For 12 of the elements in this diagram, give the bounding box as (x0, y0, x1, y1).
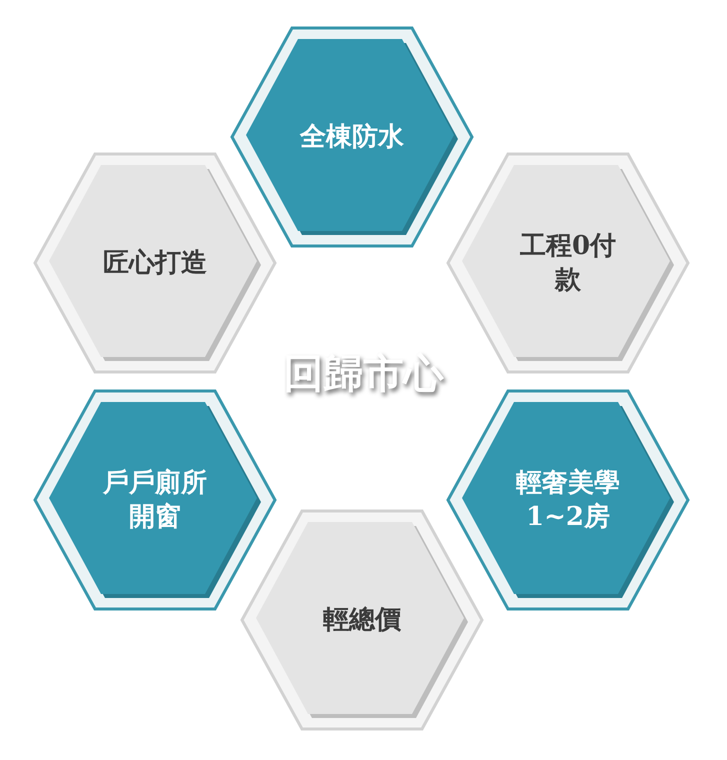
hexagon-tile (230, 26, 474, 248)
hexagon-tile (33, 389, 277, 611)
hexagon-tile (33, 152, 277, 374)
hexagon-tile (240, 509, 484, 731)
tile-label: 輕奢美學1~2房 (515, 467, 621, 534)
tile-label: 匠心打造 (102, 247, 208, 280)
hexagon-tile (446, 389, 690, 611)
hexagon-tile (446, 152, 690, 374)
tile-label: 輕總價 (322, 604, 402, 637)
tile-label: 全棟防水 (298, 121, 405, 154)
tile-label: 工程0付款 (518, 230, 618, 297)
tile-label: 戶戶廁所開窗 (102, 467, 208, 534)
